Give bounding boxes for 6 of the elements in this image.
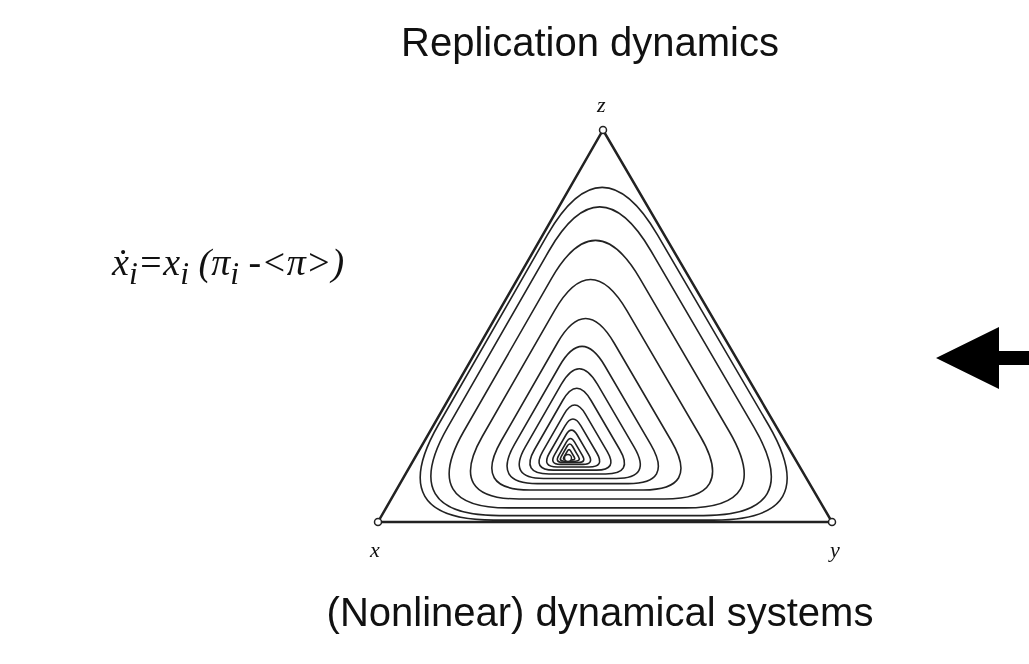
vertex-label: x bbox=[370, 537, 380, 563]
title: Replication dynamics bbox=[400, 20, 780, 65]
equation: ẋ$_{i}$=x$_{i}$ (π$_{i}$ -<π>) bbox=[112, 240, 345, 292]
caption: (Nonlinear) dynamical systems bbox=[325, 590, 875, 635]
vertex-label: y bbox=[830, 537, 840, 563]
vertex-label: z bbox=[597, 92, 606, 118]
